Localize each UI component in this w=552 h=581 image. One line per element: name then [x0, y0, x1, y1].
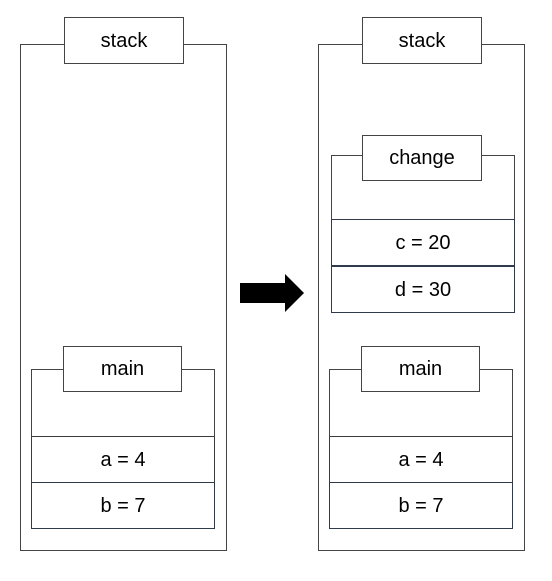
- right-main-variable-b: b = 7: [329, 482, 513, 529]
- right-main-frame-title: main: [361, 346, 480, 392]
- right-change-variable-c: c = 20: [331, 219, 515, 266]
- right-change-frame-title: change: [362, 135, 482, 181]
- right-arrow-icon: [240, 274, 306, 312]
- right-change-variable-d: d = 30: [331, 266, 515, 313]
- right-stack-title: stack: [362, 17, 482, 64]
- right-main-variable-a: a = 4: [329, 436, 513, 483]
- left-main-variable-b: b = 7: [31, 482, 215, 529]
- left-main-frame-title: main: [63, 346, 182, 392]
- left-main-variable-a: a = 4: [31, 436, 215, 483]
- left-stack-title: stack: [64, 17, 184, 64]
